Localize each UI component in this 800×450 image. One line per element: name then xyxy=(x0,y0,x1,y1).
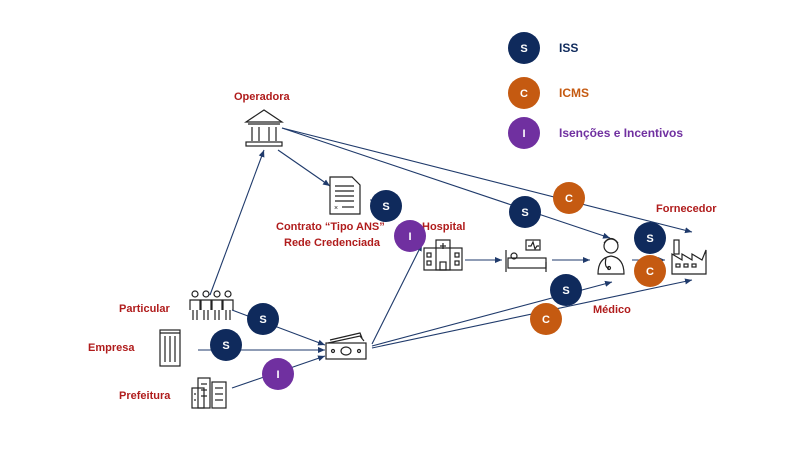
badge-iss-particular: S xyxy=(247,303,279,335)
svg-text:S: S xyxy=(382,201,389,213)
bank-icon xyxy=(244,109,284,147)
svg-text:S: S xyxy=(646,233,653,245)
label-fornecedor: Fornecedor xyxy=(656,203,717,215)
label-prefeitura: Prefeitura xyxy=(119,390,171,402)
label-empresa: Empresa xyxy=(88,342,135,354)
city-buildings-icon xyxy=(191,377,227,409)
label-hospital: Hospital xyxy=(422,221,465,233)
doctor-icon xyxy=(597,237,625,275)
svg-text:I: I xyxy=(408,231,411,243)
arrow-particular-operadora xyxy=(209,149,265,296)
badge-icms-money-fornecedor: C xyxy=(530,303,562,335)
arrow-operadora-fornecedor xyxy=(281,127,693,234)
svg-text:S: S xyxy=(259,314,266,326)
hospital-bed-icon xyxy=(505,239,547,272)
badge-iss-fornecedor: S xyxy=(634,222,666,254)
label-operadora: Operadora xyxy=(234,91,291,103)
legend: S ISS C ICMS I Isenções e Incentivos xyxy=(508,32,683,149)
label-medico: Médico xyxy=(593,304,631,316)
legend-item-incentivos: I Isenções e Incentivos xyxy=(508,117,683,149)
arrow-money-hospital xyxy=(371,243,423,345)
svg-text:S: S xyxy=(521,207,528,219)
arrow-operadora-medico xyxy=(281,127,611,239)
svg-text:S: S xyxy=(222,340,229,352)
svg-text:ICMS: ICMS xyxy=(559,86,589,100)
badge-icms-operadora-fornecedor: C xyxy=(553,182,585,214)
badge-icms-fornecedor: C xyxy=(634,255,666,287)
svg-text:I: I xyxy=(276,369,279,381)
legend-item-iss: S ISS xyxy=(508,32,578,64)
svg-text:Isenções e Incentivos: Isenções e Incentivos xyxy=(559,126,683,140)
legend-item-icms: C ICMS xyxy=(508,77,589,109)
factory-icon xyxy=(671,239,707,275)
badge-iss-money-medico: S xyxy=(550,274,582,306)
svg-text:ISS: ISS xyxy=(559,41,578,55)
contract-document-icon: × xyxy=(329,176,361,215)
badge-iss-operadora-medico: S xyxy=(509,196,541,228)
svg-text:C: C xyxy=(542,314,550,326)
label-particular: Particular xyxy=(119,303,170,315)
svg-text:C: C xyxy=(565,193,573,205)
svg-text:S: S xyxy=(562,285,569,297)
people-group-icon xyxy=(189,290,234,320)
svg-text:I: I xyxy=(522,128,525,140)
svg-text:C: C xyxy=(520,88,528,100)
badge-iss-empresa: S xyxy=(210,329,242,361)
label-contrato-line2: Rede Credenciada xyxy=(284,237,381,249)
svg-text:S: S xyxy=(520,43,527,55)
badge-incentivos-prefeitura: I xyxy=(262,358,294,390)
label-contrato-line1: Contrato “Tipo ANS” xyxy=(276,221,385,233)
badge-iss-contrato: S xyxy=(370,190,402,222)
hospital-building-icon xyxy=(423,239,463,271)
office-building-icon xyxy=(159,329,181,367)
svg-text:C: C xyxy=(646,266,654,278)
arrow-operadora-contrato xyxy=(277,149,331,187)
badge-incentivos-contrato: I xyxy=(394,220,426,252)
money-bill-icon xyxy=(325,332,367,360)
svg-text:×: × xyxy=(334,205,338,212)
